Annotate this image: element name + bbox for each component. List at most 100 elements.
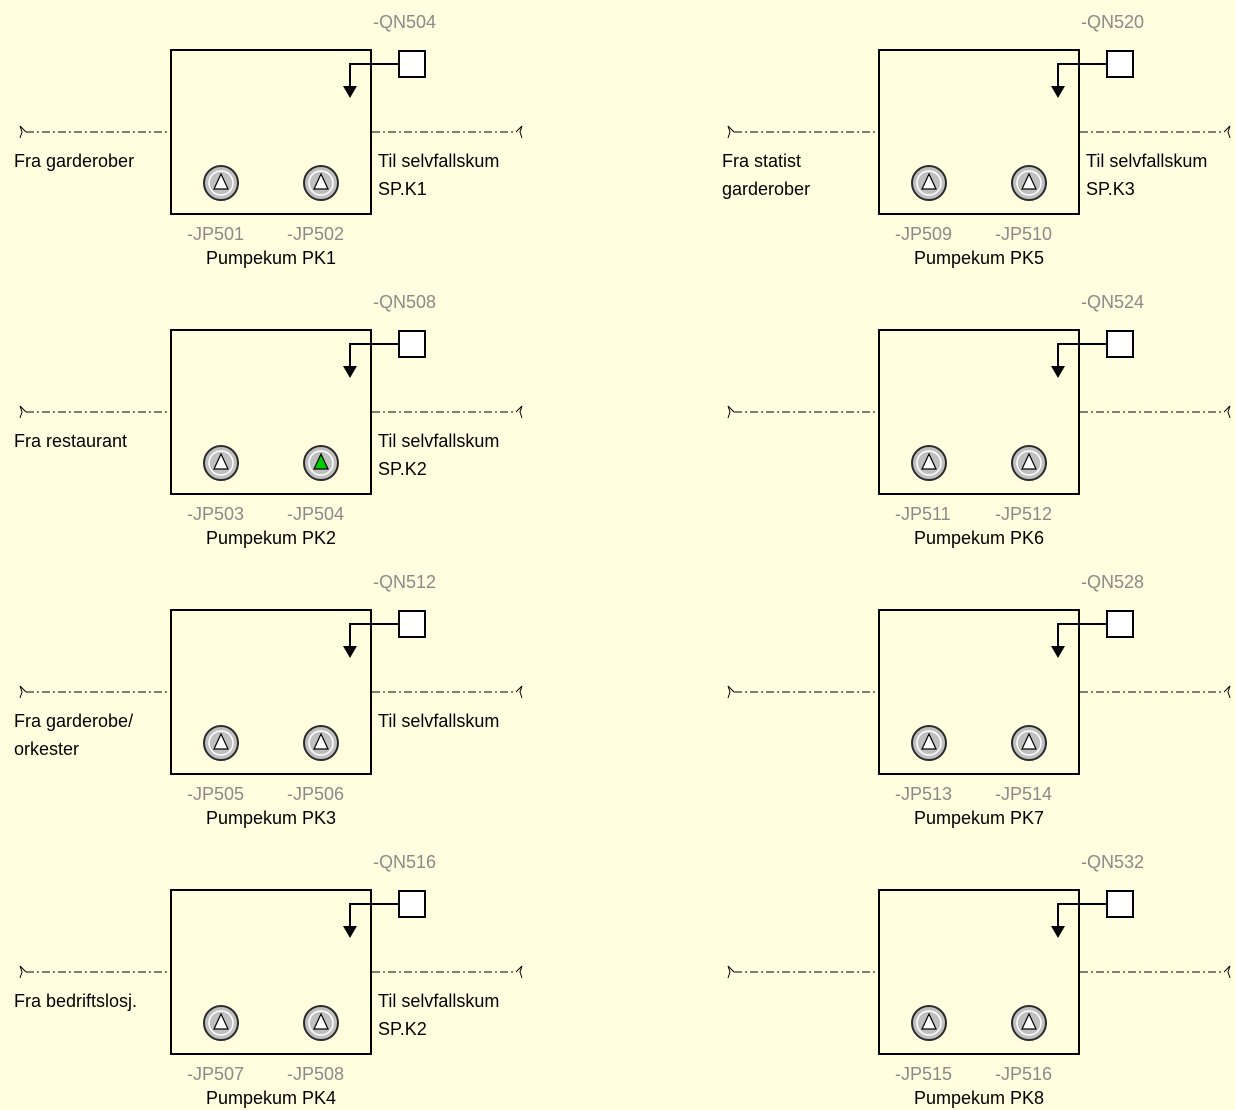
valve-button[interactable]	[1106, 610, 1134, 638]
pump-unit-pk1: -QN504 Fra garderober Til selvfallskum S…	[0, 0, 560, 270]
chamber-title: Pumpekum PK2	[205, 528, 337, 548]
chamber-title: Pumpekum PK4	[205, 1088, 337, 1108]
inlet-break-icon	[19, 405, 27, 419]
pump-b-button[interactable]	[303, 165, 339, 201]
outlet-break-icon	[1223, 125, 1231, 139]
pump-b-tag: -JP504	[287, 504, 345, 524]
pump-b-button[interactable]	[303, 1005, 339, 1041]
outlet-break-icon	[1223, 685, 1231, 699]
inlet-label-line2: orkester	[14, 739, 80, 759]
outlet-label-line2: SP.K3	[1086, 179, 1135, 199]
pump-unit-pk6: -QN524 -JP511 -JP512 Pumpekum PK6	[708, 280, 1235, 550]
outlet-label: Til selvfallskum SP.K2	[378, 987, 499, 1043]
pump-a-button[interactable]	[911, 1005, 947, 1041]
chamber-title: Pumpekum PK8	[913, 1088, 1045, 1108]
pump-triangle-icon	[916, 170, 942, 196]
pump-chamber	[170, 49, 372, 215]
valve-button[interactable]	[398, 330, 426, 358]
pump-triangle-icon	[308, 170, 334, 196]
pump-unit-pk2: -QN508 Fra restaurant Til selvfallskum S…	[0, 280, 560, 550]
pump-b-button[interactable]	[1011, 165, 1047, 201]
pump-a-button[interactable]	[203, 445, 239, 481]
pump-a-button[interactable]	[911, 445, 947, 481]
inlet-label-line2	[14, 175, 134, 203]
inlet-label-line1: Fra statist	[722, 151, 802, 171]
outlet-label-line1: Til selvfallskum	[378, 711, 500, 731]
inlet-break-icon	[727, 685, 735, 699]
pump-a-tag: -JP515	[895, 1064, 953, 1084]
outlet-label: Til selvfallskum SP.K3	[1086, 147, 1207, 203]
pump-b-tag: -JP510	[995, 224, 1053, 244]
pump-a-tag: -JP503	[187, 504, 245, 524]
chamber-title: Pumpekum PK1	[205, 248, 337, 268]
inlet-label-line1: Fra garderobe/	[14, 711, 134, 731]
outlet-break-icon	[515, 685, 523, 699]
pump-chamber	[170, 889, 372, 1055]
pump-b-button[interactable]	[1011, 445, 1047, 481]
pump-unit-pk5: -QN520 Fra statist garderober Til selvfa…	[708, 0, 1235, 270]
inlet-break-icon	[727, 125, 735, 139]
inlet-label: Fra garderobe/ orkester	[14, 707, 133, 763]
pump-a-button[interactable]	[203, 725, 239, 761]
pump-a-button[interactable]	[203, 165, 239, 201]
valve-button[interactable]	[1106, 50, 1134, 78]
inlet-break-icon	[19, 685, 27, 699]
pump-a-tag: -JP509	[895, 224, 953, 244]
pump-triangle-icon	[208, 730, 234, 756]
valve-button[interactable]	[1106, 890, 1134, 918]
pump-triangle-icon	[916, 450, 942, 476]
chamber-title: Pumpekum PK3	[205, 808, 337, 828]
pump-triangle-icon	[1016, 170, 1042, 196]
pump-unit-pk8: -QN532 -JP515 -JP516 Pumpekum PK8	[708, 840, 1235, 1110]
inlet-label: Fra garderober	[14, 147, 134, 203]
valve-button[interactable]	[398, 50, 426, 78]
valve-button[interactable]	[1106, 330, 1134, 358]
pump-unit-pk7: -QN528 -JP513 -JP514 Pumpekum PK7	[708, 560, 1235, 830]
outlet-label: Til selvfallskum SP.K1	[378, 147, 499, 203]
inlet-label: Fra bedriftslosj.	[14, 987, 137, 1043]
pump-a-tag: -JP505	[187, 784, 245, 804]
pump-triangle-icon	[308, 450, 334, 476]
inlet-break-icon	[727, 965, 735, 979]
pump-a-button[interactable]	[203, 1005, 239, 1041]
inlet-break-icon	[19, 965, 27, 979]
pump-chamber	[878, 609, 1080, 775]
pump-b-button[interactable]	[303, 725, 339, 761]
pump-b-tag: -JP512	[995, 504, 1053, 524]
valve-button[interactable]	[398, 890, 426, 918]
inlet-label-line1: Fra garderober	[14, 151, 135, 171]
outlet-label-line2: SP.K2	[378, 459, 427, 479]
valve-tag: -QN528	[1081, 572, 1145, 592]
pump-chamber	[878, 329, 1080, 495]
pump-chamber	[170, 329, 372, 495]
valve-tag: -QN512	[373, 572, 437, 592]
pump-chamber	[170, 609, 372, 775]
outlet-break-icon	[1223, 965, 1231, 979]
pump-triangle-icon	[916, 1010, 942, 1036]
pump-triangle-icon	[208, 450, 234, 476]
pump-b-tag: -JP514	[995, 784, 1053, 804]
pump-a-tag: -JP507	[187, 1064, 245, 1084]
pump-b-button[interactable]	[303, 445, 339, 481]
valve-tag: -QN532	[1081, 852, 1145, 872]
chamber-title: Pumpekum PK5	[913, 248, 1045, 268]
outlet-break-icon	[515, 125, 523, 139]
pump-triangle-icon	[1016, 1010, 1042, 1036]
pump-triangle-icon	[308, 1010, 334, 1036]
pump-b-tag: -JP516	[995, 1064, 1053, 1084]
outlet-label-line1: Til selvfallskum	[378, 151, 500, 171]
pump-a-button[interactable]	[911, 725, 947, 761]
valve-button[interactable]	[398, 610, 426, 638]
pump-a-tag: -JP513	[895, 784, 953, 804]
pump-a-button[interactable]	[911, 165, 947, 201]
outlet-label: Til selvfallskum	[378, 707, 499, 763]
pump-b-button[interactable]	[1011, 725, 1047, 761]
valve-tag: -QN524	[1081, 292, 1145, 312]
pump-b-button[interactable]	[1011, 1005, 1047, 1041]
pump-b-tag: -JP508	[287, 1064, 345, 1084]
inlet-label: Fra statist garderober	[722, 147, 810, 203]
pump-b-tag: -JP506	[287, 784, 345, 804]
outlet-break-icon	[515, 965, 523, 979]
inlet-label-line2	[14, 1015, 137, 1043]
pump-unit-pk3: -QN512 Fra garderobe/ orkester Til selvf…	[0, 560, 560, 830]
